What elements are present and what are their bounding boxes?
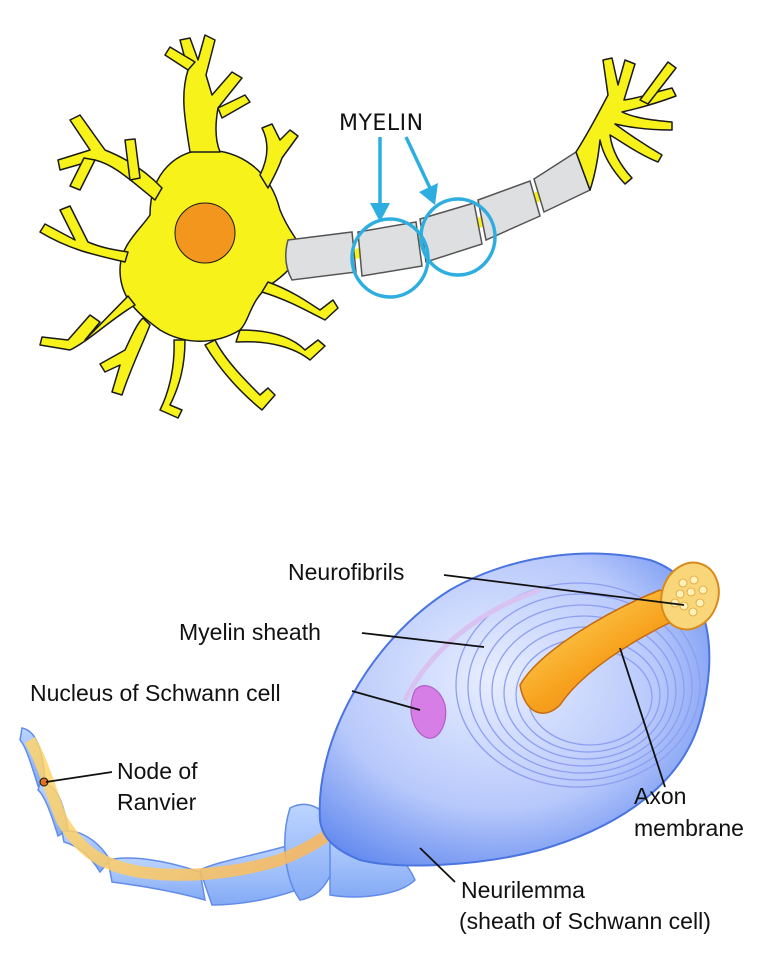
axon-core bbox=[24, 736, 375, 881]
neurilemma-leader bbox=[419, 847, 456, 883]
node-ranvier-label-1: Node of bbox=[117, 758, 198, 784]
dendrites bbox=[39, 34, 339, 419]
neuron-illustration: MYELIN bbox=[39, 34, 677, 419]
nucleus-leader bbox=[351, 690, 421, 711]
nucleus-schwann-label: Nucleus of Schwann cell bbox=[30, 680, 281, 706]
axon-terminals bbox=[575, 57, 677, 191]
node-ranvier-leader bbox=[45, 771, 113, 783]
schwann-nucleus bbox=[410, 685, 447, 739]
neurofibrils-leader bbox=[443, 574, 685, 606]
nucleus bbox=[174, 202, 236, 264]
neurilemma-label-1: Neurilemma bbox=[461, 877, 585, 903]
myelinated-axon-illustration: Neurofibrils Myelin sheath Nucleus of Sc… bbox=[19, 552, 744, 934]
myelin-pointer bbox=[350, 136, 497, 299]
axon-membrane-label-1: Axon bbox=[634, 783, 686, 809]
myelin-segments bbox=[285, 150, 591, 281]
myelin-label: MYELIN bbox=[339, 111, 424, 136]
pointer-circle bbox=[419, 197, 497, 277]
node-ranvier-label-2: Ranvier bbox=[117, 789, 197, 815]
myelin-sheath-label: Myelin sheath bbox=[179, 619, 321, 645]
myelin-segment bbox=[285, 231, 357, 281]
myelin-segment bbox=[357, 221, 423, 277]
axon-membrane-leader bbox=[619, 647, 666, 788]
axon-membrane-label-2: membrane bbox=[634, 815, 744, 841]
myelin-sheath-leader bbox=[361, 632, 485, 648]
neurilemma-label-2: (sheath of Schwann cell) bbox=[459, 908, 711, 934]
axon-cylinder bbox=[519, 589, 713, 714]
neurilemma-inner bbox=[402, 587, 541, 702]
neurofibrils-label: Neurofibrils bbox=[288, 559, 404, 585]
pointer-arrowheads bbox=[370, 183, 438, 222]
myelin-segment bbox=[477, 180, 541, 242]
